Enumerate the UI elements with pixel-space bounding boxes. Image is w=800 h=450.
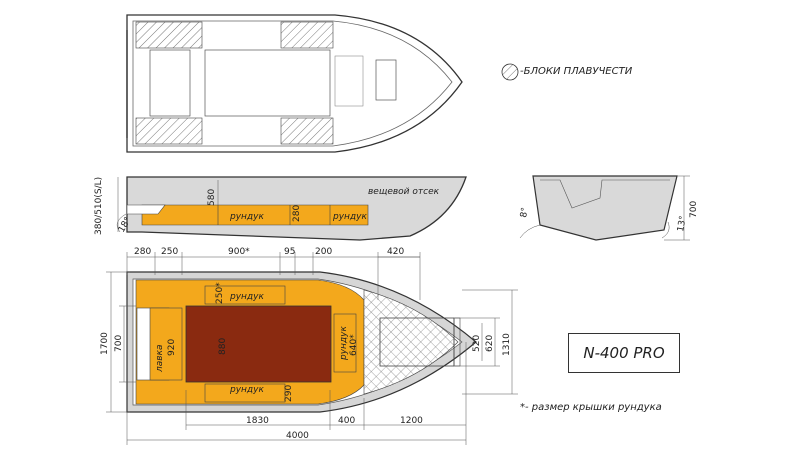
plan-dim-700: 700 [114, 335, 124, 352]
plan-dim-250: 250 [161, 247, 178, 257]
plan-dim-4000: 4000 [286, 431, 309, 441]
flotation-legend-label: -БЛОКИ ПЛАВУЧЕСТИ [520, 66, 633, 77]
section-angle-right: 13° [676, 215, 689, 232]
plan-dim-1700: 1700 [100, 332, 110, 355]
plan-view [106, 252, 518, 445]
side-locker-label-1: рундук [229, 212, 264, 222]
plan-dim-1200: 1200 [400, 416, 423, 426]
section-angle-left: 8° [519, 207, 531, 219]
side-height-label: 380/510(S/L) [94, 177, 104, 235]
top-flotation-block-1 [135, 21, 203, 49]
top-bow-hatch [375, 59, 397, 101]
plan-bench-920: 920 [167, 339, 177, 356]
plan-dim-200: 200 [315, 247, 332, 257]
flotation-legend-swatch [501, 63, 519, 81]
section-hull [532, 175, 678, 241]
plan-dim-280: 280 [134, 247, 151, 257]
side-580-label: 580 [207, 189, 217, 206]
top-view [126, 14, 463, 153]
plan-dim-520: 520 [472, 335, 482, 352]
plan-locker-bottom-290: 290 [284, 385, 294, 402]
plan-dim-620: 620 [485, 335, 495, 352]
plan-dim-400: 400 [338, 416, 355, 426]
plan-locker-top-label: рундук [229, 292, 264, 302]
top-center-area [204, 49, 331, 117]
plan-dim-1310: 1310 [502, 333, 512, 356]
top-bench [149, 49, 191, 117]
side-280-label: 280 [292, 205, 302, 222]
side-storage-label: вещевой отсек [368, 187, 440, 197]
top-flotation-block-3 [135, 117, 203, 145]
locker-lid-note: *- размер крышки рундука [520, 402, 662, 413]
top-flotation-block-4 [280, 117, 334, 145]
side-view [116, 176, 467, 241]
plan-dim-420: 420 [387, 247, 404, 257]
plan-locker-bottom-label: рундук [229, 385, 264, 395]
model-name: N-400 PRO [568, 333, 680, 373]
section-height: 700 [689, 201, 699, 218]
top-view-inner [132, 20, 453, 147]
side-locker-strip [141, 204, 369, 226]
plan-center-area [185, 305, 332, 383]
plan-locker-top-250: 250* [215, 282, 225, 304]
plan-dim-95: 95 [284, 247, 295, 257]
top-flotation-block-2 [280, 21, 334, 49]
plan-bench-label: лавка [155, 344, 165, 373]
section-view [519, 175, 690, 241]
plan-locker-right-640: 640* [349, 334, 359, 356]
plan-center-880: 880 [218, 338, 228, 355]
plan-bow-grid [363, 289, 459, 395]
plan-dim-1830: 1830 [246, 416, 269, 426]
plan-locker-right-label: рундук [339, 326, 349, 361]
side-locker-label-2: рундук [332, 212, 367, 222]
plan-dim-900: 900* [228, 247, 250, 257]
